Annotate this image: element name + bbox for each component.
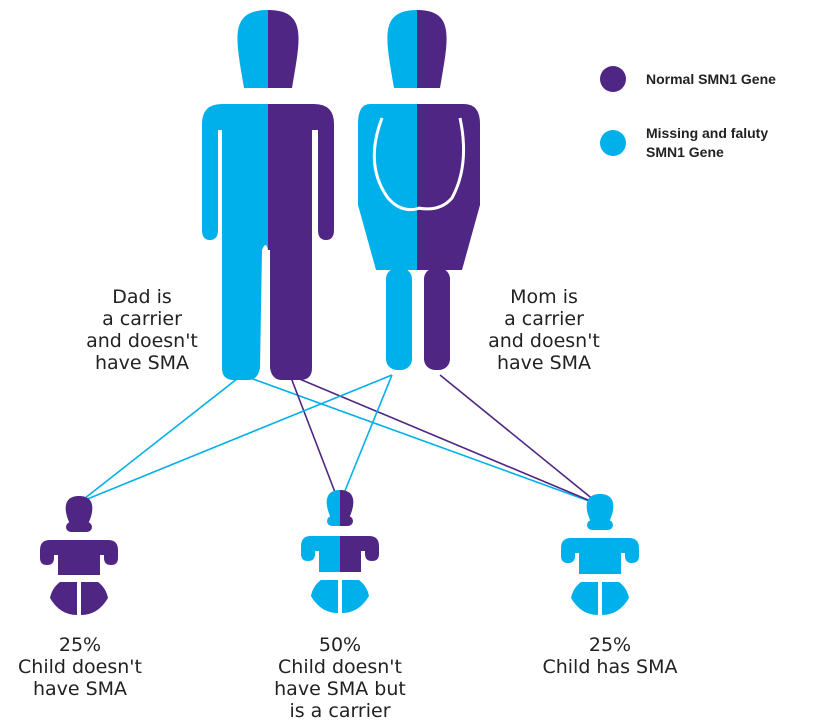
line-mom-normal-to-child-right bbox=[439, 374, 601, 506]
dad-faulty-half bbox=[202, 10, 268, 380]
child-left-label-line: Child doesn't bbox=[18, 656, 142, 678]
inheritance-lines bbox=[79, 374, 601, 506]
child-middle-percent: 50% bbox=[318, 634, 362, 656]
dad-label-line: a carrier bbox=[102, 308, 182, 330]
mom-label-line: have SMA bbox=[496, 352, 592, 374]
dad-label-line: have SMA bbox=[94, 352, 190, 374]
line-mom-faulty-to-child-left bbox=[79, 374, 393, 503]
mom-faulty-half bbox=[358, 10, 417, 370]
legend-swatch-normal-icon bbox=[600, 66, 626, 92]
child-middle-label-line: Child doesn't bbox=[278, 656, 402, 678]
child-left-label-line: have SMA bbox=[32, 678, 128, 700]
mom-label: Mom is a carrier and doesn't have SMA bbox=[474, 286, 614, 374]
line-dad-normal-to-child-right bbox=[289, 374, 601, 506]
dad-label-line: Dad is bbox=[112, 286, 172, 308]
child-left-percent: 25% bbox=[58, 634, 102, 656]
child-right-percent: 25% bbox=[588, 634, 632, 656]
mom-figure-icon bbox=[358, 10, 480, 370]
mom-right-arm-outline bbox=[417, 117, 466, 211]
child-middle-figure-icon bbox=[301, 490, 379, 613]
mom-label-line: and doesn't bbox=[488, 330, 600, 352]
legend-label-line: Normal SMN1 Gene bbox=[646, 71, 776, 87]
legend-label-line: Missing and faluty bbox=[646, 125, 769, 141]
child-middle-normal-half bbox=[340, 490, 379, 572]
legend-item-faulty: Missing and faluty SMN1 Gene bbox=[600, 124, 768, 162]
line-dad-normal-to-child-middle bbox=[289, 374, 339, 501]
line-dad-faulty-to-child-middle bbox=[241, 374, 601, 506]
mom-label-line: a carrier bbox=[504, 308, 584, 330]
child-middle-label-line: is a carrier bbox=[289, 700, 391, 722]
child-middle-label-line: have SMA but bbox=[274, 678, 406, 700]
mom-label-line: Mom is bbox=[510, 286, 578, 308]
child-left-figure-icon bbox=[40, 496, 118, 615]
legend-label-normal: Normal SMN1 Gene bbox=[646, 66, 776, 89]
child-right-label: 25% Child has SMA bbox=[530, 634, 690, 678]
legend-label-line: SMN1 Gene bbox=[646, 144, 724, 160]
legend-item-normal: Normal SMN1 Gene bbox=[600, 66, 776, 92]
line-mom-faulty-to-child-middle bbox=[339, 374, 393, 504]
legend-swatch-faulty-icon bbox=[600, 130, 626, 156]
dad-normal-half bbox=[268, 10, 334, 380]
child-right-figure-icon bbox=[561, 494, 639, 615]
child-left-label: 25% Child doesn't have SMA bbox=[0, 634, 160, 700]
line-dad-faulty-to-child-left bbox=[79, 374, 243, 503]
mom-left-arm-outline bbox=[372, 117, 421, 212]
child-middle-label: 50% Child doesn't have SMA but is a carr… bbox=[260, 634, 420, 722]
dad-label: Dad is a carrier and doesn't have SMA bbox=[72, 286, 212, 374]
child-right-label-line: Child has SMA bbox=[542, 656, 678, 678]
dad-label-line: and doesn't bbox=[86, 330, 198, 352]
legend-label-faulty: Missing and faluty SMN1 Gene bbox=[646, 124, 768, 162]
dad-figure-icon bbox=[202, 10, 334, 380]
